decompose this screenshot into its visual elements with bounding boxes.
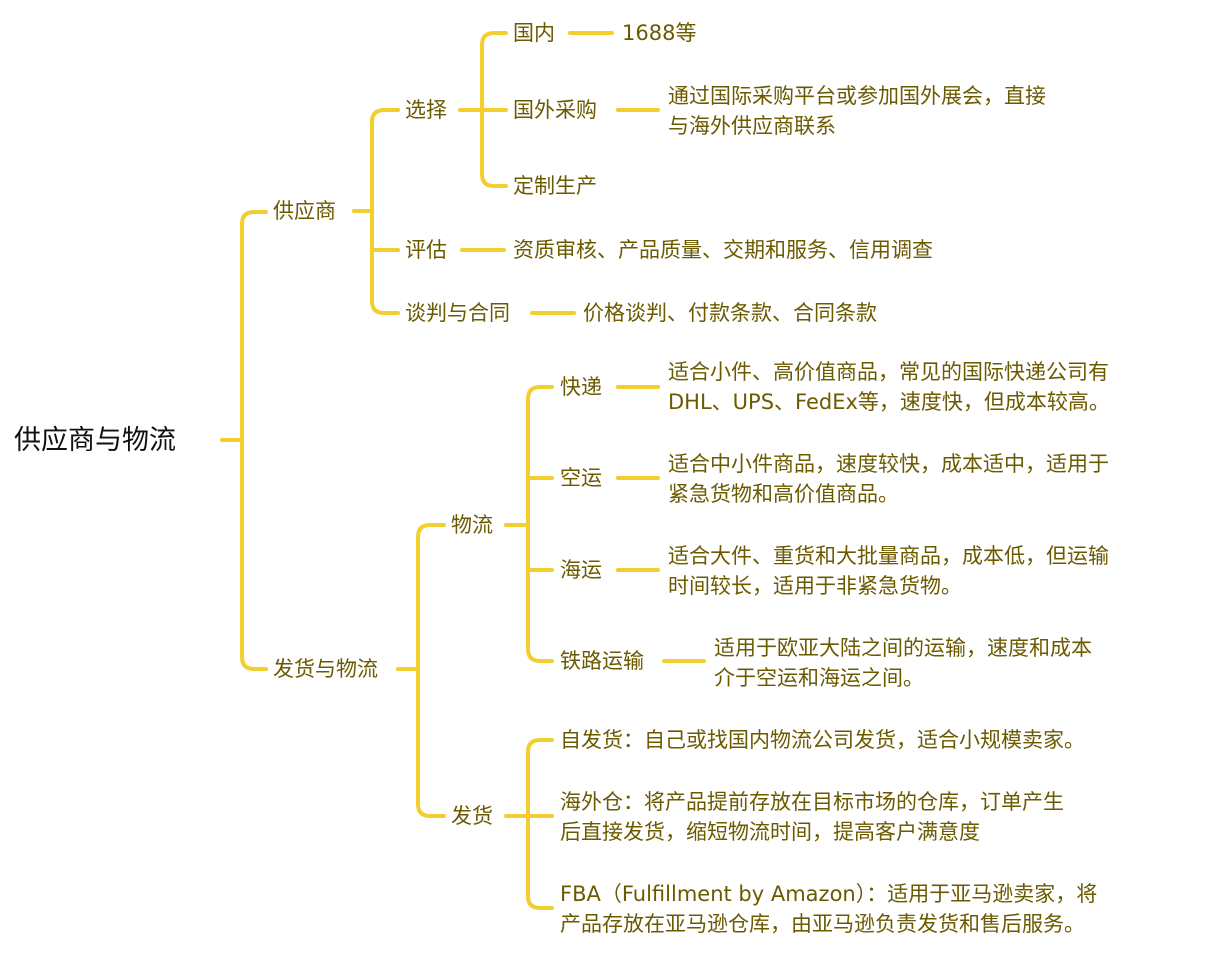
connector-group (220, 31, 706, 910)
text-rail-detail-1: 适用于欧亚大陆之间的运输，速度和成本 (714, 636, 1092, 660)
text-self-delivery: 自发货：自己或找国内物流公司发货，适合小规模卖家。 (560, 728, 1085, 752)
text-sea-detail-2: 时间较长，适用于非紧急货物。 (668, 574, 962, 598)
topic-negotiate[interactable]: 谈判与合同 (405, 301, 510, 325)
topic-shipping[interactable]: 发货与物流 (273, 657, 378, 681)
text-evaluate-detail: 资质审核、产品质量、交期和服务、信用调查 (513, 238, 933, 262)
text-overseas-detail-2: 与海外供应商联系 (668, 114, 836, 138)
topic-overseas[interactable]: 国外采购 (513, 98, 597, 122)
text-fba-1: FBA（Fulfillment by Amazon）：适用于亚马逊卖家，将 (560, 882, 1098, 906)
topic-sea[interactable]: 海运 (560, 558, 602, 582)
bracket-logistics (526, 385, 542, 663)
text-overseas-warehouse-2: 后直接发货，缩短物流时间，提高客户满意度 (560, 820, 980, 844)
bracket-delivery (526, 738, 542, 910)
text-rail-detail-2: 介于空运和海运之间。 (714, 666, 924, 690)
text-express-detail-2: DHL、UPS、FedEx等，速度快，但成本较高。 (668, 390, 1110, 414)
text-express-detail-1: 适合小件、高价值商品，常见的国际快递公司有 (668, 360, 1109, 384)
root-topic[interactable]: 供应商与物流 (14, 425, 176, 456)
bracket-shipping (416, 523, 432, 818)
topic-logistics[interactable]: 物流 (451, 513, 493, 537)
text-negotiate-detail: 价格谈判、付款条款、合同条款 (583, 301, 877, 325)
text-overseas-detail-1: 通过国际采购平台或参加国外展会，直接 (668, 84, 1046, 108)
topic-rail[interactable]: 铁路运输 (560, 649, 644, 673)
text-overseas-warehouse-1: 海外仓：将产品提前存放在目标市场的仓库，订单产生 (560, 790, 1064, 814)
topic-custom[interactable]: 定制生产 (513, 174, 597, 198)
text-fba-2: 产品存放在亚马逊仓库，由亚马逊负责发货和售后服务。 (560, 912, 1085, 936)
topic-express[interactable]: 快递 (560, 375, 602, 399)
topic-air[interactable]: 空运 (560, 466, 602, 490)
topic-evaluate[interactable]: 评估 (405, 238, 447, 262)
bracket-supplier (370, 108, 386, 315)
topic-select[interactable]: 选择 (405, 98, 447, 122)
text-domestic-detail: 1688等 (622, 21, 697, 45)
topic-supplier[interactable]: 供应商 (273, 199, 336, 223)
topic-delivery[interactable]: 发货 (451, 804, 493, 828)
text-sea-detail-1: 适合大件、重货和大批量商品，成本低，但运输 (668, 544, 1109, 568)
topic-domestic[interactable]: 国内 (513, 21, 555, 45)
text-air-detail-2: 紧急货物和高价值商品。 (668, 482, 899, 506)
text-air-detail-1: 适合中小件商品，速度较快，成本适中，适用于 (668, 452, 1109, 476)
bracket-root (240, 210, 256, 671)
